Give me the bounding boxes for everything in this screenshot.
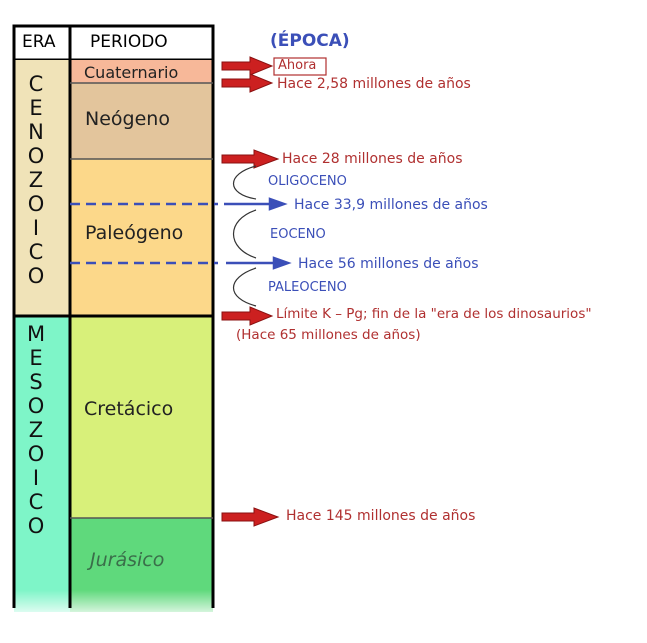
period-header: PERIODO xyxy=(90,32,168,52)
period-cretacico-box xyxy=(70,316,213,518)
annotation-33-9-ma: Hace 33,9 millones de años xyxy=(294,197,488,213)
era-letter: O xyxy=(27,442,45,466)
era-letter: I xyxy=(32,216,40,240)
era-letter: I xyxy=(32,466,40,490)
annotation-kpg-boundary: Límite K – Pg; fin de la "era de los din… xyxy=(276,306,592,322)
era-mesozoic-box xyxy=(14,316,70,612)
period-cretacico-label: Cretácico xyxy=(84,398,174,420)
bracket-eoceno xyxy=(232,209,257,259)
era-letter: Z xyxy=(28,418,44,442)
era-mesozoic-label: M E S O Z O I C O xyxy=(24,322,48,538)
annotation-now: Ahora xyxy=(278,58,317,73)
arrow-now xyxy=(221,56,274,76)
epoch-paleoceno: PALEOCENO xyxy=(268,280,347,295)
era-letter: N xyxy=(28,120,44,144)
arrow-28 xyxy=(221,149,280,169)
arrow-kpg xyxy=(221,306,274,326)
era-cenozoic-label: C E N O Z O I C O xyxy=(24,72,48,288)
era-letter: O xyxy=(27,394,45,418)
bracket-paleoceno xyxy=(232,267,257,307)
period-neogeno-box xyxy=(70,83,213,159)
era-letter: E xyxy=(29,346,43,370)
epoch-eoceno: EOCENO xyxy=(270,227,326,242)
annotation-2-58-ma: Hace 2,58 millones de años xyxy=(277,76,471,92)
period-neogeno-label: Neógeno xyxy=(85,108,170,130)
annotation-28-ma: Hace 28 millones de años xyxy=(282,151,463,167)
arrow-56 xyxy=(272,256,292,270)
period-paleogeno-label: Paleógeno xyxy=(85,222,184,244)
era-letter: O xyxy=(27,144,45,168)
epoch-header: (ÉPOCA) xyxy=(270,31,350,51)
arrow-2-58 xyxy=(221,73,274,93)
era-letter: C xyxy=(28,240,44,264)
era-cenozoic-box xyxy=(14,60,70,316)
annotation-56-ma: Hace 56 millones de años xyxy=(298,256,479,272)
epoch-oligoceno: OLIGOCENO xyxy=(268,174,347,189)
era-letter: M xyxy=(26,322,46,346)
era-letter: C xyxy=(28,490,44,514)
now-box xyxy=(273,57,327,76)
era-letter: O xyxy=(27,514,45,538)
annotation-145-ma: Hace 145 millones de años xyxy=(286,508,476,524)
era-letter: Z xyxy=(28,168,44,192)
period-cuaternario-box xyxy=(70,60,213,83)
era-letter: E xyxy=(29,96,43,120)
period-jurasico-label: Jurásico xyxy=(90,549,165,571)
era-header: ERA xyxy=(22,32,56,52)
era-letter: S xyxy=(29,370,43,394)
arrow-145 xyxy=(221,507,280,527)
period-cuaternario-label: Cuaternario xyxy=(84,63,179,82)
bracket-oligoceno xyxy=(232,165,257,200)
period-paleogeno-box xyxy=(70,159,213,316)
era-letter: C xyxy=(28,72,44,96)
annotation-65-ma: (Hace 65 millones de años) xyxy=(236,327,421,343)
era-letter: O xyxy=(27,264,45,288)
arrow-33-9 xyxy=(268,197,288,211)
era-letter: O xyxy=(27,192,45,216)
